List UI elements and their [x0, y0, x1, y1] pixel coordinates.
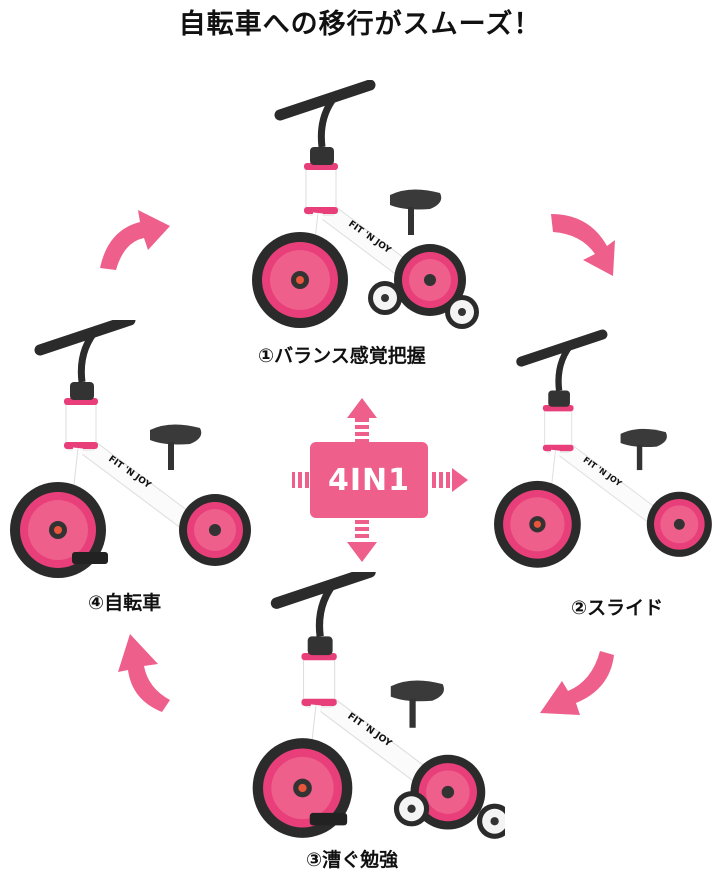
- curved-arrow-up-left-icon: [118, 634, 170, 712]
- stage-label-balance: ①バランス感覚把握: [258, 345, 426, 367]
- four-direction-arrows-icon: [292, 398, 468, 562]
- four-in-one-graphic: 4IN1: [282, 390, 472, 570]
- stage-label-bicycle: ④自転車: [88, 592, 162, 614]
- bike-image-bicycle: [10, 320, 251, 578]
- bike-image-slide: [494, 322, 712, 568]
- stage-label-slide: ②スライド: [571, 597, 664, 619]
- bike-image-pedal: [252, 572, 505, 839]
- four-in-one-badge: 4IN1: [310, 442, 428, 518]
- curved-arrow-up-right-icon: [100, 210, 170, 270]
- stage-label-pedal: ③漕ぐ勉強: [306, 849, 399, 871]
- curved-arrow-down-left-icon: [540, 651, 614, 715]
- bike-image-balance: [252, 80, 479, 329]
- curved-arrow-down-right-icon: [551, 214, 615, 276]
- page-title: 自転車への移行がスムーズ！: [178, 9, 542, 40]
